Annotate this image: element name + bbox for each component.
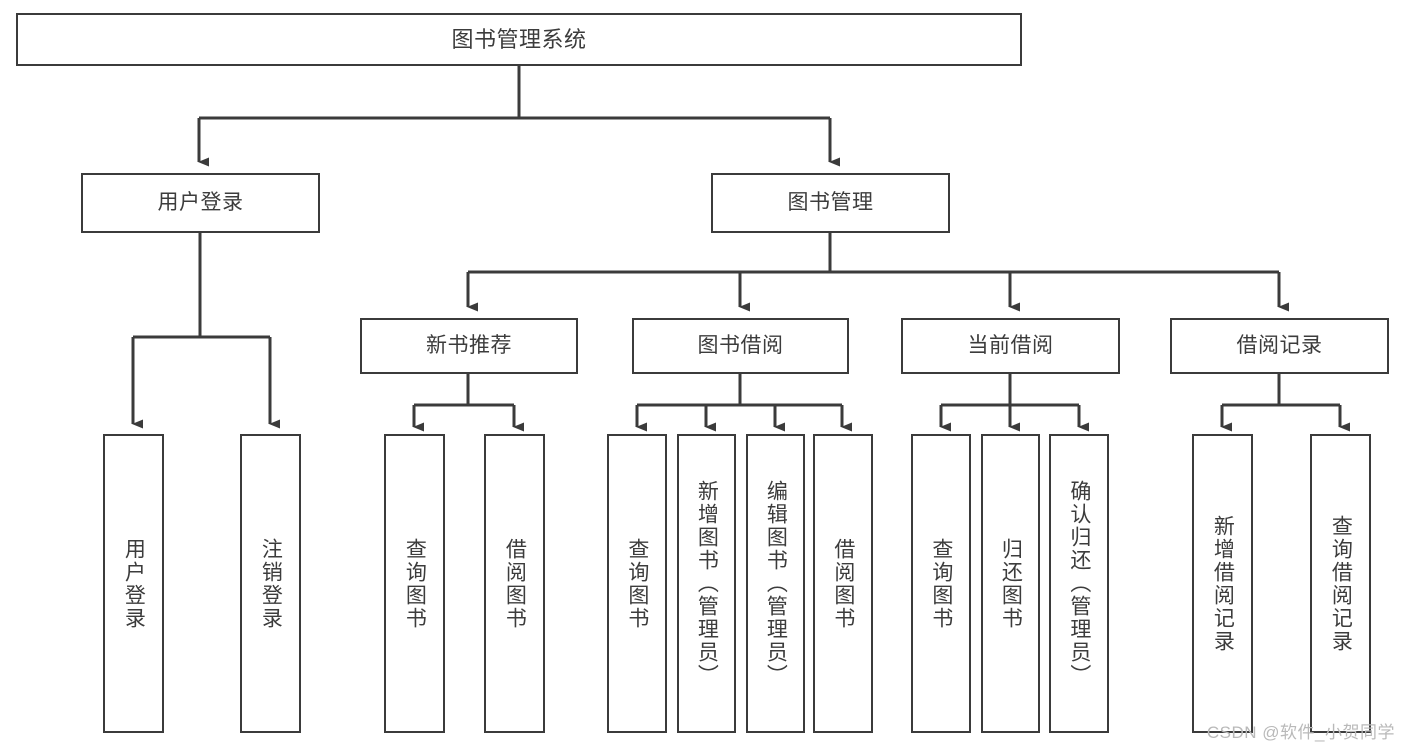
- node-leaf-new-book-query-label: 查询图书: [403, 537, 427, 630]
- node-borrowing-record-label: 借阅记录: [1236, 333, 1323, 357]
- node-root-label: 图书管理系统: [451, 26, 587, 52]
- node-current-borrowing[interactable]: 当前借阅: [901, 318, 1120, 374]
- node-leaf-borrow-record-add-label: 新增借阅记录: [1211, 514, 1235, 653]
- node-leaf-book-borrow-query[interactable]: 查询图书: [607, 434, 667, 733]
- node-user-login[interactable]: 用户登录: [81, 173, 320, 233]
- node-leaf-book-borrow-borrow[interactable]: 借阅图书: [813, 434, 873, 733]
- csdn-watermark: CSDN @软件_小贺同学: [1206, 723, 1395, 742]
- node-leaf-user-login-signout[interactable]: 注销登录: [240, 434, 301, 733]
- node-leaf-current-borrow-confirm-return-label: 确认归还（管理员）: [1067, 480, 1091, 687]
- node-book-borrowing[interactable]: 图书借阅: [632, 318, 849, 374]
- node-leaf-current-borrow-confirm-return[interactable]: 确认归还（管理员）: [1049, 434, 1109, 733]
- node-leaf-new-book-borrow[interactable]: 借阅图书: [484, 434, 545, 733]
- node-new-book-recommendation[interactable]: 新书推荐: [360, 318, 578, 374]
- node-leaf-new-book-query[interactable]: 查询图书: [384, 434, 445, 733]
- node-leaf-user-login-signin[interactable]: 用户登录: [103, 434, 164, 733]
- node-leaf-book-borrow-add[interactable]: 新增图书（管理员）: [677, 434, 736, 733]
- node-root-book-management-system[interactable]: 图书管理系统: [16, 13, 1022, 66]
- node-book-borrowing-label: 图书借阅: [697, 333, 784, 357]
- node-new-book-recommendation-label: 新书推荐: [426, 333, 512, 357]
- node-leaf-book-borrow-edit[interactable]: 编辑图书（管理员）: [746, 434, 805, 733]
- node-book-management[interactable]: 图书管理: [711, 173, 950, 233]
- node-book-management-label: 图书管理: [787, 190, 874, 214]
- node-leaf-borrow-record-add[interactable]: 新增借阅记录: [1192, 434, 1253, 733]
- node-leaf-current-borrow-query-label: 查询图书: [929, 537, 953, 630]
- node-leaf-user-login-signin-label: 用户登录: [122, 537, 146, 630]
- node-leaf-current-borrow-query[interactable]: 查询图书: [911, 434, 971, 733]
- node-leaf-book-borrow-add-label: 新增图书（管理员）: [695, 480, 719, 687]
- node-current-borrowing-label: 当前借阅: [967, 333, 1054, 357]
- node-leaf-new-book-borrow-label: 借阅图书: [503, 537, 527, 630]
- node-leaf-current-borrow-return-label: 归还图书: [999, 537, 1023, 630]
- node-leaf-book-borrow-query-label: 查询图书: [625, 537, 649, 630]
- node-leaf-current-borrow-return[interactable]: 归还图书: [981, 434, 1040, 733]
- node-user-login-label: 用户登录: [157, 190, 244, 214]
- node-borrowing-record[interactable]: 借阅记录: [1170, 318, 1389, 374]
- node-leaf-book-borrow-edit-label: 编辑图书（管理员）: [764, 480, 788, 687]
- node-leaf-borrow-record-query[interactable]: 查询借阅记录: [1310, 434, 1371, 733]
- node-leaf-borrow-record-query-label: 查询借阅记录: [1329, 514, 1353, 653]
- node-leaf-book-borrow-borrow-label: 借阅图书: [831, 537, 855, 630]
- node-leaf-user-login-signout-label: 注销登录: [259, 537, 283, 630]
